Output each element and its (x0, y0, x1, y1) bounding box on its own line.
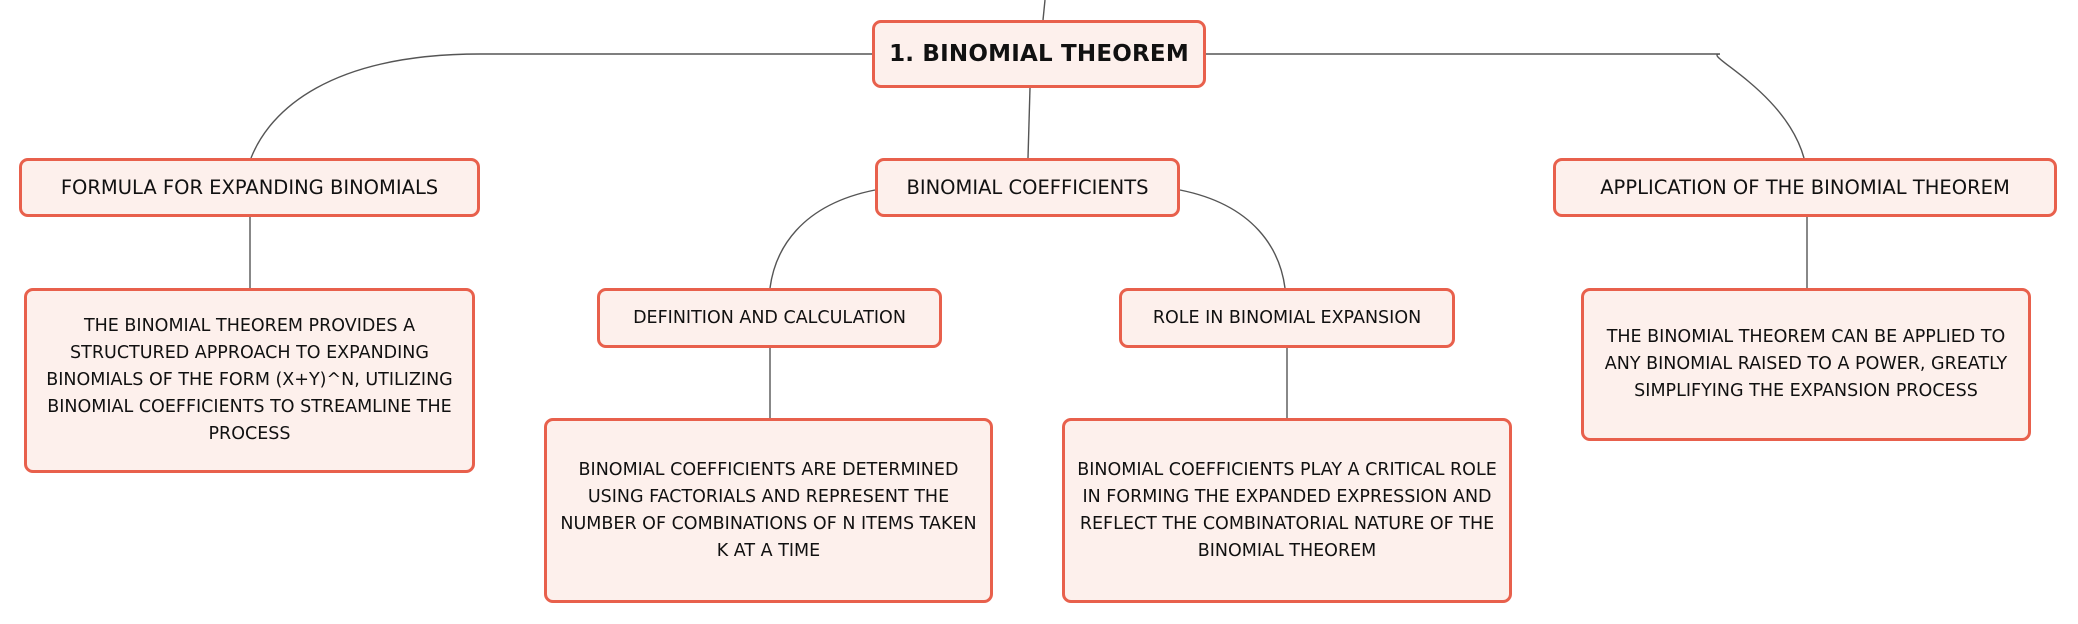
connector-root-application (1206, 53, 1805, 159)
connector-root-formula (250, 53, 872, 159)
connector-coefficients-role (1179, 189, 1286, 289)
detail-definition-and-calculation[interactable]: BINOMIAL COEFFICIENTS ARE DETERMINED USI… (544, 418, 993, 603)
root-topic[interactable]: 1. BINOMIAL THEOREM (872, 20, 1206, 88)
connector-root-coefficients (1027, 87, 1031, 159)
connector-coefficients-definition (769, 189, 876, 289)
detail-text: THE BINOMIAL THEOREM CAN BE APPLIED TO A… (1604, 327, 2008, 401)
subtopic-role-in-binomial-expansion[interactable]: ROLE IN BINOMIAL EXPANSION (1119, 288, 1455, 348)
detail-application-of-the-binomial-theorem[interactable]: THE BINOMIAL THEOREM CAN BE APPLIED TO A… (1581, 288, 2031, 441)
topic-application-of-the-binomial-theorem[interactable]: APPLICATION OF THE BINOMIAL THEOREM (1553, 158, 2057, 217)
detail-text: THE BINOMIAL THEOREM PROVIDES A STRUCTUR… (46, 316, 453, 444)
detail-text: BINOMIAL COEFFICIENTS PLAY A CRITICAL RO… (1077, 459, 1497, 561)
topic-binomial-coefficients[interactable]: BINOMIAL COEFFICIENTS (875, 158, 1180, 217)
detail-formula-for-expanding-binomials[interactable]: THE BINOMIAL THEOREM PROVIDES A STRUCTUR… (24, 288, 475, 473)
topic-formula-for-expanding-binomials[interactable]: FORMULA FOR EXPANDING BINOMIALS (19, 158, 480, 217)
detail-role-in-binomial-expansion[interactable]: BINOMIAL COEFFICIENTS PLAY A CRITICAL RO… (1062, 418, 1512, 603)
subtopic-definition-and-calculation[interactable]: DEFINITION AND CALCULATION (597, 288, 942, 348)
connector-parent-stub (1042, 0, 1046, 21)
detail-text: BINOMIAL COEFFICIENTS ARE DETERMINED USI… (560, 459, 977, 561)
